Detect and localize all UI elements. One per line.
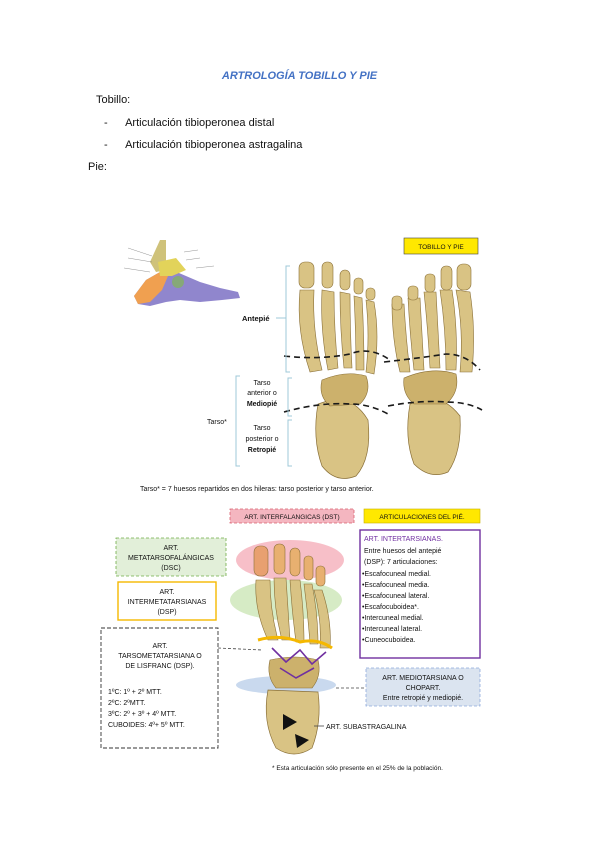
interfalangicas-label: ART. INTERFALANGICAS (DST): [244, 514, 339, 521]
dorsal-foot-illustration: [283, 261, 391, 479]
region-brackets: [235, 265, 292, 467]
tarsometatarsiana-line-1: ART.: [152, 643, 167, 650]
pie-heading: Pie:: [88, 161, 107, 173]
list-dash: -: [104, 117, 108, 129]
intertarsianas-line-4: •Escafocuneal media.: [362, 582, 429, 589]
antepie-label: Antepié: [242, 314, 270, 323]
intertarsianas-line-8: •Intercuneal lateral.: [362, 626, 422, 633]
intertarsianas-line-9: •Cuneocuboidea.: [362, 637, 415, 644]
tarso-star-label: Tarso*: [207, 419, 227, 426]
lateral-foot-thumbnail: [123, 240, 240, 306]
figure-2-footnote: * Esta articulación sólo presente en el …: [272, 765, 443, 772]
metatarsofalangicas-line-3: (DSC): [161, 565, 180, 572]
intertarsianas-line-2: (DSP): 7 articulaciones:: [364, 559, 438, 566]
mediotarsiana-box: [365, 667, 481, 707]
figure-1-tobillo-y-pie: TOBILLO Y PIE: [123, 237, 483, 493]
tarsometatarsiana-line-3: DE LISFRANC (DSP).: [125, 663, 194, 670]
tarsometatarsiana-box: [100, 627, 219, 749]
mediotarsiana-line-1: ART. MEDIOTARSIANA O: [382, 675, 464, 682]
tobillo-y-pie-label: TOBILLO Y PIE: [418, 244, 464, 251]
metatarsofalangicas-line-1: ART.: [163, 545, 178, 552]
intertarsianas-line-6: •Escafocuboidea*.: [362, 604, 419, 611]
lisfranc-line-2: 2ºC: 2ºMTT.: [108, 700, 145, 707]
intermetatarsianas-line-1: ART.: [159, 589, 174, 596]
lisfranc-connector: [217, 647, 263, 651]
lisfranc-line-3: 3ºC: 2º + 3º + 4º MTT.: [108, 711, 176, 718]
tobillo-item-2-text: Articulación tibioperonea astragalina: [125, 139, 303, 151]
tarso-posterior-line-3: Retropié: [248, 447, 277, 454]
articulaciones-pie-label: ARTICULACIONES DEL PIÉ.: [379, 512, 464, 521]
mediotarsiana-line-3: Entre retropié y mediopié.: [383, 695, 463, 702]
figure-1-caption: Tarso* = 7 huesos repartidos en dos hile…: [140, 486, 374, 493]
lisfranc-line-1: 1ºC: 1º + 2º MTT.: [108, 689, 162, 696]
tobillo-item-2: - Articulación tibioperonea astragalina: [104, 139, 302, 151]
intertarsianas-line-3: •Escafocuneal medial.: [362, 571, 431, 578]
interfalangicas-label-box: [229, 508, 355, 524]
intertarsianas-line-1: Entre huesos del antepié: [364, 548, 442, 555]
tobillo-y-pie-label-box: [403, 237, 479, 255]
intertarsianas-line-7: •Intercuneal medial.: [362, 615, 424, 622]
lisfranc-line-4: CUBOIDES: 4º+ 5º MTT.: [108, 722, 185, 729]
tarso-posterior-line-1: Tarso: [253, 425, 270, 432]
tarso-posterior-line-2: posterior o: [245, 436, 278, 443]
metatarsofalangicas-box: [115, 537, 227, 577]
mediotarsiana-line-2: CHOPART.: [406, 685, 441, 692]
figure-2-articulaciones-del-pie: ART. INTERFALANGICAS (DST) ARTICULACIONE…: [100, 508, 481, 772]
plantar-foot-illustration: [383, 263, 483, 475]
tobillo-item-1: - Articulación tibioperonea distal: [104, 117, 274, 129]
tarso-anterior-line-2: anterior o: [247, 390, 277, 397]
list-dash: -: [104, 139, 108, 151]
foot-bones-illustration: [253, 543, 333, 755]
articulaciones-pie-label-box: [363, 508, 481, 524]
tobillo-item-1-text: Articulación tibioperonea distal: [125, 117, 275, 129]
document-title: ARTROLOGÍA TOBILLO Y PIE: [221, 70, 378, 82]
intertarsianas-line-5: •Escafocuneal lateral.: [362, 593, 429, 600]
subastragalina-label: ART. SUBASTRAGALINA: [326, 724, 407, 731]
intermetatarsianas-line-3: (DSP): [157, 609, 176, 616]
tobillo-heading: Tobillo:: [96, 94, 131, 106]
intertarsianas-title: ART. INTERTARSIANAS.: [364, 536, 443, 543]
metatarsofalangicas-line-2: METATARSOFALÁNGICAS: [128, 553, 214, 562]
tarso-anterior-line-3: Mediopié: [247, 401, 277, 408]
intertarsianas-box: [359, 529, 481, 659]
tarso-anterior-line-1: Tarso: [253, 380, 270, 387]
intermetatarsianas-line-2: INTERMETATARSIANAS: [128, 599, 207, 606]
intermetatarsianas-box: [117, 581, 217, 621]
tarsometatarsiana-line-2: TARSOMETATARSIANA O: [118, 653, 202, 660]
